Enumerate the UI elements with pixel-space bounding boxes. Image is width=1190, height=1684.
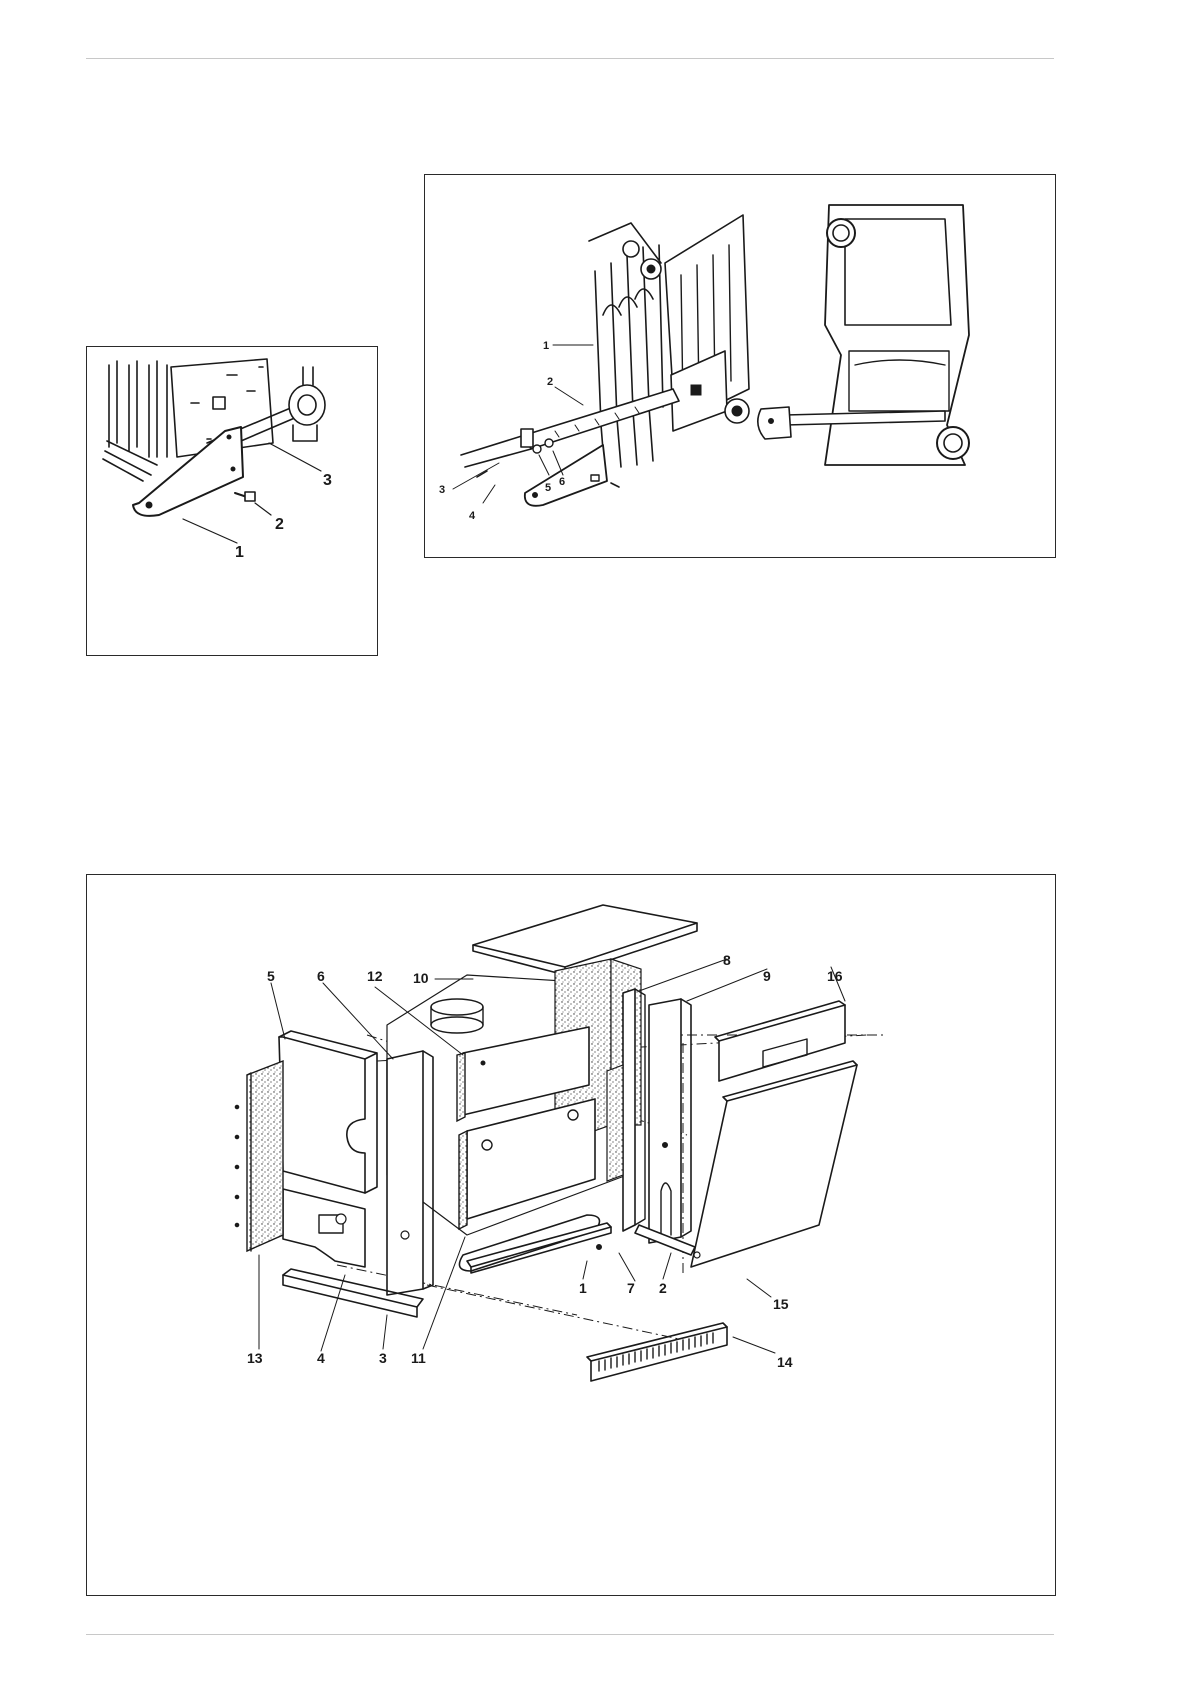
burner-plate bbox=[525, 445, 619, 506]
callout-2: 2 bbox=[275, 516, 284, 533]
left-side-lower-panel bbox=[283, 1189, 365, 1267]
callout-11: 11 bbox=[411, 1350, 426, 1366]
burner-assembly-drawing: 1 2 3 4 5 6 bbox=[425, 175, 1057, 559]
screw bbox=[235, 492, 255, 501]
callout-10: 10 bbox=[413, 970, 429, 986]
callout-6: 6 bbox=[559, 476, 565, 488]
callout-2: 2 bbox=[547, 376, 553, 388]
callout-5: 5 bbox=[545, 482, 551, 494]
callout-3: 3 bbox=[323, 472, 332, 489]
callout-3: 3 bbox=[379, 1350, 387, 1366]
callout-15: 15 bbox=[773, 1296, 789, 1312]
burner-bar bbox=[461, 389, 679, 467]
callout-8: 8 bbox=[723, 952, 731, 968]
figure-burner-assembly: 1 2 3 4 5 6 bbox=[424, 174, 1056, 558]
left-side-upper-panel bbox=[279, 1031, 377, 1193]
callout-14: 14 bbox=[777, 1354, 793, 1370]
casing-exploded-drawing: 1 2 3 4 5 6 7 8 9 10 11 12 13 14 15 16 bbox=[87, 875, 1057, 1597]
boiler-sections bbox=[109, 359, 273, 457]
manifold-fitting bbox=[289, 367, 325, 441]
callout-9: 9 bbox=[763, 968, 771, 984]
callout-4: 4 bbox=[469, 510, 476, 522]
header-rule bbox=[86, 58, 1054, 59]
callout-1: 1 bbox=[543, 340, 549, 352]
callout-16: 16 bbox=[827, 968, 843, 984]
figure-burner-detail: 1 2 3 bbox=[86, 346, 378, 656]
ventilation-grille bbox=[587, 1323, 727, 1381]
callout-5: 5 bbox=[267, 968, 275, 984]
callout-1: 1 bbox=[235, 544, 244, 561]
front-door-panel bbox=[691, 1061, 857, 1267]
burner-detail-drawing: 1 2 3 bbox=[87, 347, 379, 657]
boiler-block-front bbox=[589, 215, 749, 475]
right-front-strip bbox=[649, 999, 691, 1243]
footer-rule bbox=[86, 1634, 1054, 1635]
callout-7: 7 bbox=[627, 1280, 635, 1296]
callout-2: 2 bbox=[659, 1280, 667, 1296]
callout-3: 3 bbox=[439, 484, 445, 496]
callout-4: 4 bbox=[317, 1350, 325, 1366]
insulation-left bbox=[235, 1061, 283, 1251]
figure-casing-exploded: 1 2 3 4 5 6 7 8 9 10 11 12 13 14 15 16 bbox=[86, 874, 1056, 1596]
callout-12: 12 bbox=[367, 968, 383, 984]
callout-6: 6 bbox=[317, 968, 325, 984]
callout-1: 1 bbox=[579, 1280, 587, 1296]
boiler-block-side bbox=[758, 205, 969, 465]
callout-13: 13 bbox=[247, 1350, 263, 1366]
